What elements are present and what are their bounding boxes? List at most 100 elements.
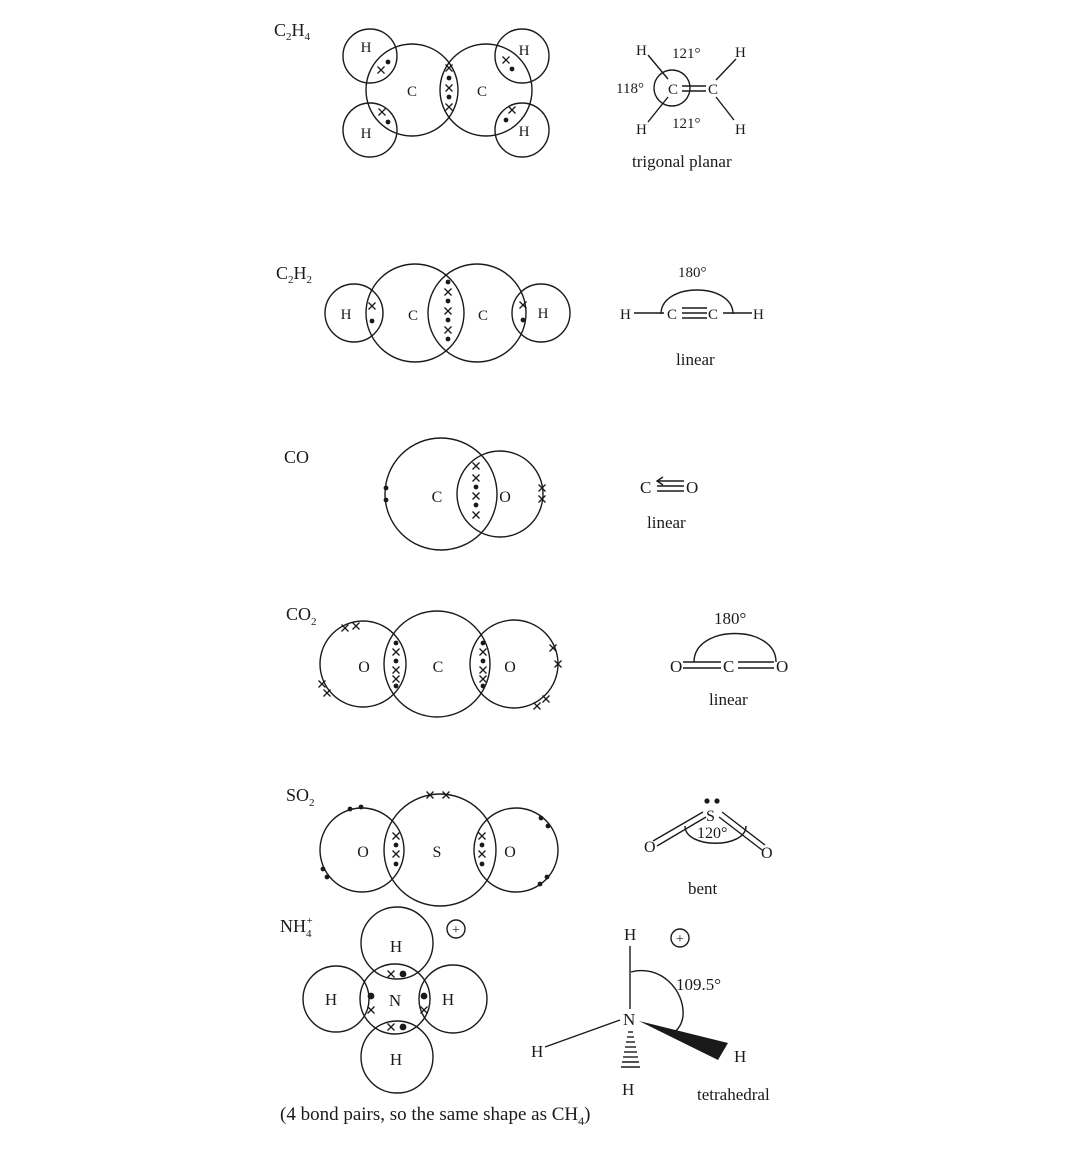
electron-dot: [445, 298, 451, 304]
nh4-hydrogen-shell: [418, 964, 488, 1034]
electron-cross: [391, 647, 401, 657]
c2h4-section: C2H4 C C H H H H: [274, 20, 746, 171]
h-label: H: [753, 307, 764, 323]
c2h4-atom-label: C: [477, 84, 487, 100]
co-dot-cross-diagram: C O: [383, 437, 547, 551]
lone-pair-cross: [351, 621, 361, 631]
lone-pair-dot: [383, 485, 389, 491]
double-bond-line: [652, 811, 704, 842]
electron-dot: [445, 317, 451, 323]
c2h4-atom-label: C: [407, 84, 417, 100]
so2-atom-label: O: [504, 844, 516, 861]
c2h2-hydrogen-shell: [324, 283, 384, 343]
co-oxygen-shell: [456, 450, 544, 538]
electron-dot: [520, 317, 526, 323]
c2h4-structural-formula: H H H H C C 121° 118° 121° trigonal plan…: [616, 43, 746, 171]
c2h2-formula: C2H2: [276, 263, 312, 286]
c2h4-shape-name: trigonal planar: [632, 152, 732, 171]
hashed-wedge-bond: [621, 1031, 640, 1068]
c2h4-hydrogen-shell: [342, 28, 398, 84]
c-label: C: [708, 82, 718, 98]
co-atom-label: C: [432, 489, 443, 506]
electron-cross: [443, 325, 453, 335]
co2-oxygen-shell: [319, 620, 407, 708]
dative-bond-arrowhead: [655, 476, 664, 486]
lone-pair-cross: [322, 688, 332, 698]
nh4-structural-formula: H + N 109.5° H H H tetrahedral: [531, 925, 770, 1104]
h-label: H: [622, 1080, 634, 1099]
c2h4-atom-label: H: [361, 126, 372, 142]
so2-atom-label: O: [357, 844, 369, 861]
positive-charge-icon: [670, 928, 690, 948]
double-bond-line: [656, 816, 707, 847]
lone-pair-dot: [545, 823, 551, 829]
electron-dot: [369, 318, 375, 324]
lone-pair-dot: [544, 874, 550, 880]
electron-cross: [366, 1005, 376, 1015]
electron-dot: [393, 842, 399, 848]
electron-cross: [386, 969, 396, 979]
nh4-hydrogen-shell: [360, 1020, 434, 1094]
electron-cross: [377, 107, 387, 117]
nh4-hydrogen-shell: [302, 965, 370, 1033]
c2h2-atom-label: H: [341, 307, 352, 323]
electron-dot: [420, 992, 428, 1000]
electron-cross: [386, 1022, 396, 1032]
single-bond-line: [647, 96, 669, 123]
co2-dot-cross-diagram: O C O: [317, 610, 563, 718]
h-label: H: [620, 307, 631, 323]
bond-angle-arc: [630, 969, 684, 1035]
electron-cross: [376, 65, 386, 75]
c2h2-dot-cross-diagram: H C C H: [324, 263, 571, 363]
angle-label: 180°: [678, 265, 707, 281]
bond-angle-arc: [684, 825, 747, 844]
electron-dot: [445, 279, 451, 285]
wedge-bond: [639, 1021, 728, 1060]
c-label: C: [723, 657, 734, 676]
o-label: O: [776, 657, 788, 676]
electron-dot: [393, 861, 399, 867]
so2-formula: SO2: [286, 785, 315, 809]
nh4-footnote: (4 bond pairs, so the same shape as CH4): [280, 1104, 591, 1128]
electron-cross: [444, 83, 454, 93]
single-bond-line: [647, 54, 669, 80]
c2h2-carbon-shell-left: [365, 263, 465, 363]
electron-dot: [393, 640, 399, 646]
c2h2-shape-name: linear: [676, 350, 715, 369]
lone-pair-dot: [320, 866, 326, 872]
h-label: H: [735, 122, 746, 138]
electron-dot: [445, 336, 451, 342]
lone-pair-cross: [532, 701, 542, 711]
c-label: C: [668, 82, 678, 98]
nh4-shape-name: tetrahedral: [697, 1085, 770, 1104]
electron-dot: [385, 119, 391, 125]
electron-dot: [503, 117, 509, 123]
lone-pair-dot: [358, 804, 364, 810]
electron-cross: [477, 831, 487, 841]
angle-label: 121°: [672, 116, 701, 132]
electron-dot: [385, 59, 391, 65]
angle-label: 121°: [672, 46, 701, 62]
double-bond-line: [721, 811, 766, 846]
c2h4-atom-label: H: [361, 40, 372, 56]
electron-dot: [399, 970, 407, 978]
electron-dot: [479, 842, 485, 848]
lone-pair-dot: [324, 874, 330, 880]
c-label: C: [708, 307, 718, 323]
electron-dot: [367, 992, 375, 1000]
electron-cross: [443, 287, 453, 297]
co2-atom-label: O: [504, 659, 516, 676]
c2h4-dot-cross-diagram: C C H H H H: [342, 28, 550, 158]
electron-dot: [509, 66, 515, 72]
electron-cross: [478, 647, 488, 657]
lone-pair-dot: [538, 815, 544, 821]
electron-dot: [480, 658, 486, 664]
electron-dot: [480, 640, 486, 646]
h-label: H: [734, 1047, 746, 1066]
electron-cross: [471, 473, 481, 483]
nh4-dot-cross-diagram: H H H H N +: [302, 906, 488, 1094]
co-section: CO C O C O linear: [284, 437, 698, 551]
electron-cross: [478, 665, 488, 675]
co-shape-name: linear: [647, 513, 686, 532]
